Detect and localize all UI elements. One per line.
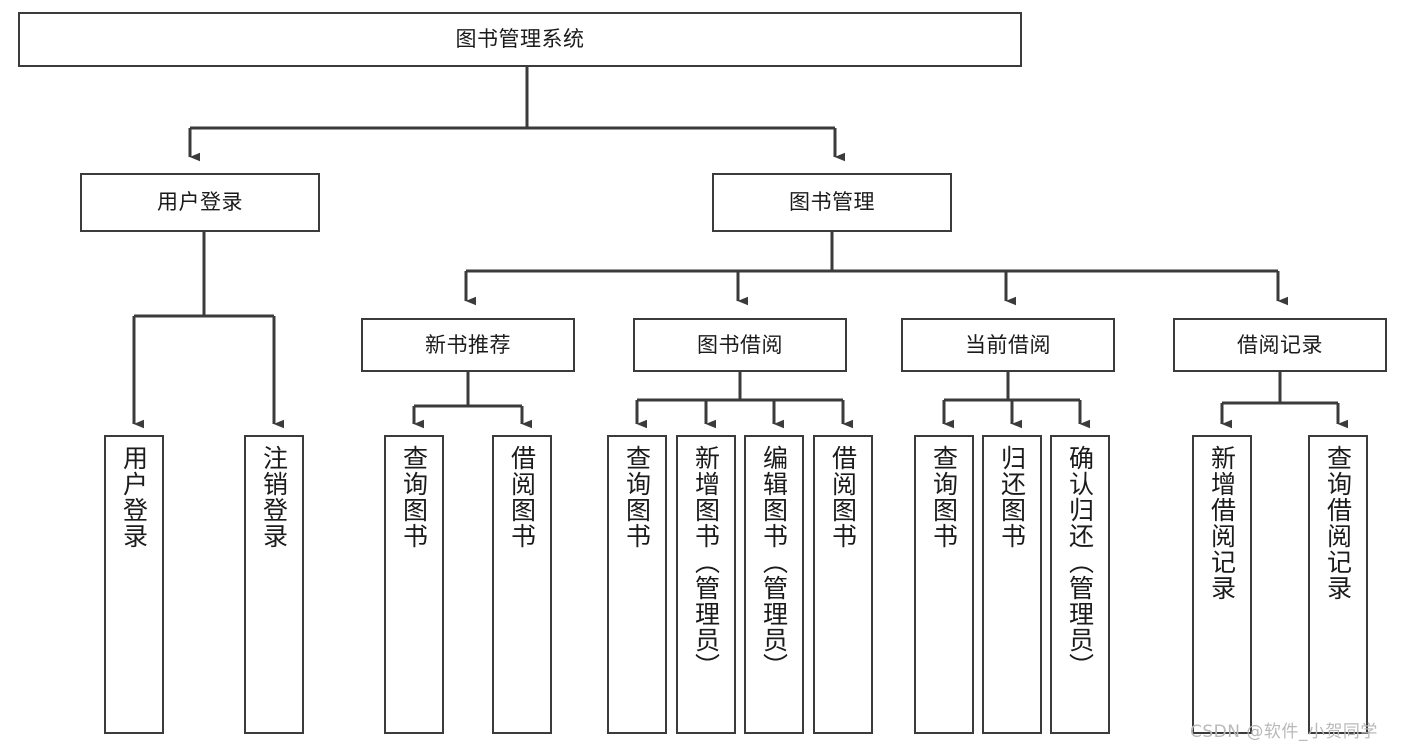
leaf-current-borrow-return-label: 归还图书 — [997, 445, 1027, 549]
node-book-borrow-label: 图书借阅 — [697, 332, 783, 357]
leaf-borrow-book-borrow[interactable]: 借阅图书 — [813, 435, 873, 734]
leaf-current-borrow-confirm[interactable]: 确认归还（管理员） — [1050, 435, 1110, 734]
leaf-borrow-record-query[interactable]: 查询借阅记录 — [1308, 435, 1368, 734]
leaf-current-borrow-query-label: 查询图书 — [929, 445, 959, 549]
node-user-login[interactable]: 用户登录 — [80, 173, 320, 232]
node-new-book-recommend-label: 新书推荐 — [425, 332, 511, 357]
leaf-borrow-book-query[interactable]: 查询图书 — [607, 435, 667, 734]
leaf-user-login-login[interactable]: 用户登录 — [104, 435, 164, 734]
node-borrow-record-label: 借阅记录 — [1237, 332, 1323, 357]
leaf-current-borrow-confirm-label: 确认归还（管理员） — [1065, 445, 1095, 679]
leaf-new-book-query-label: 查询图书 — [399, 445, 429, 549]
node-borrow-record[interactable]: 借阅记录 — [1173, 318, 1387, 372]
leaf-current-borrow-query[interactable]: 查询图书 — [914, 435, 974, 734]
node-new-book-recommend[interactable]: 新书推荐 — [361, 318, 575, 372]
leaf-borrow-book-add[interactable]: 新增图书（管理员） — [676, 435, 736, 734]
leaf-borrow-record-query-label: 查询借阅记录 — [1323, 445, 1353, 601]
node-root-label: 图书管理系统 — [455, 27, 585, 52]
node-current-borrow-label: 当前借阅 — [965, 332, 1051, 357]
leaf-new-book-query[interactable]: 查询图书 — [384, 435, 444, 734]
leaf-borrow-record-add-label: 新增借阅记录 — [1207, 445, 1237, 601]
node-book-management-label: 图书管理 — [789, 190, 875, 215]
leaf-current-borrow-return[interactable]: 归还图书 — [982, 435, 1042, 734]
leaf-borrow-record-add[interactable]: 新增借阅记录 — [1192, 435, 1252, 734]
node-root[interactable]: 图书管理系统 — [18, 12, 1022, 67]
leaf-user-login-login-label: 用户登录 — [119, 445, 149, 549]
node-book-management[interactable]: 图书管理 — [712, 173, 952, 232]
leaf-borrow-book-edit-label: 编辑图书（管理员） — [759, 445, 789, 679]
leaf-borrow-book-query-label: 查询图书 — [622, 445, 652, 549]
leaf-borrow-book-add-label: 新增图书（管理员） — [691, 445, 721, 679]
node-user-login-label: 用户登录 — [157, 190, 243, 215]
leaf-new-book-borrow-label: 借阅图书 — [507, 445, 537, 549]
leaf-borrow-book-edit[interactable]: 编辑图书（管理员） — [744, 435, 804, 734]
leaf-user-login-logout-label: 注销登录 — [259, 445, 289, 549]
node-book-borrow[interactable]: 图书借阅 — [633, 318, 847, 372]
node-current-borrow[interactable]: 当前借阅 — [901, 318, 1115, 372]
leaf-borrow-book-borrow-label: 借阅图书 — [828, 445, 858, 549]
leaf-new-book-borrow[interactable]: 借阅图书 — [492, 435, 552, 734]
leaf-user-login-logout[interactable]: 注销登录 — [244, 435, 304, 734]
